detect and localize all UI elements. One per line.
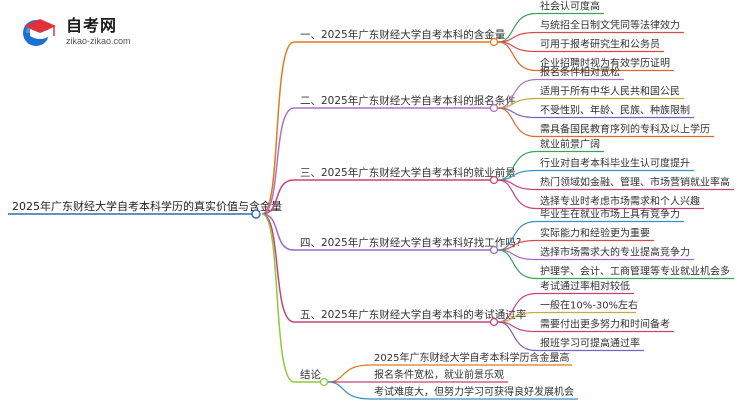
branch-node <box>489 317 499 327</box>
root-node <box>251 209 261 219</box>
child-label: 报名条件宽松，就业前景乐观 <box>374 368 504 381</box>
logo-subtitle: zikao-zikao.com <box>66 36 131 46</box>
child-label: 与统招全日制文凭同等法律效力 <box>540 19 680 32</box>
branch-node <box>489 175 499 185</box>
child-label: 选择市场需求大的专业提高竞争力 <box>540 246 690 259</box>
child-label: 毕业生在就业市场上具有竞争力 <box>540 208 680 221</box>
child-connector <box>497 107 537 138</box>
child-label: 考试难度大，但努力学习可获得良好发展机会 <box>374 385 574 398</box>
logo-title: 自考网 <box>66 16 118 35</box>
branch-node <box>489 37 499 47</box>
branch-connector <box>261 213 295 251</box>
branch-label: 四、2025年广东财经大学自考本科好找工作吗? <box>300 236 521 249</box>
child-label: 热门领域如金融、管理、市场营销就业率高 <box>540 176 730 189</box>
branch-node <box>489 103 499 113</box>
child-label: 适用于所有中华人民共和国公民 <box>540 85 680 98</box>
branch-node <box>489 245 499 255</box>
branch-connector <box>261 213 295 383</box>
branch-connector <box>261 41 295 215</box>
child-label: 可用于报考研究生和公务员 <box>540 38 660 51</box>
child-label: 行业对自考本科毕业生认可度提升 <box>540 157 690 170</box>
child-label: 企业招聘时视为有效学历证明 <box>540 57 670 70</box>
root-topic-label: 2025年广东财经大学自考本科学历的真实价值与含金量 <box>12 199 282 213</box>
branch-node <box>319 377 329 387</box>
child-label: 需要付出更多努力和时间备考 <box>540 318 670 331</box>
child-label: 实际能力和经验更为重要 <box>540 227 650 240</box>
child-label: 不受性别、年龄、民族、种族限制 <box>540 104 690 117</box>
branch-label: 结论 <box>300 368 321 381</box>
child-label: 选择专业时考虑市场需求和个人兴趣 <box>540 195 700 208</box>
child-label: 2025年广东财经大学自考本科学历含金量高 <box>374 351 569 364</box>
branch-label: 二、2025年广东财经大学自考本科的报名条件 <box>300 94 516 107</box>
child-connector <box>327 381 371 400</box>
child-connector <box>497 41 537 72</box>
branch-label: 一、2025年广东财经大学自考本科的含金量 <box>300 28 506 41</box>
child-label: 需具备国民教育序列的专科及以上学历 <box>540 123 710 136</box>
child-label: 护理学、会计、工商管理等专业就业机会多 <box>540 265 730 278</box>
child-label: 报名条件相对宽松 <box>540 66 620 79</box>
branch-label: 三、2025年广东财经大学自考本科的就业前景 <box>300 166 516 179</box>
branch-connector <box>261 179 295 215</box>
graduation-cap-icon <box>23 19 56 46</box>
child-label: 社会认可度高 <box>540 0 600 13</box>
child-label: 报班学习可提高通过率 <box>540 337 640 350</box>
child-label: 考试通过率相对较低 <box>540 280 630 293</box>
branch-connector <box>261 213 295 323</box>
branch-connector <box>261 107 295 215</box>
child-connector <box>327 364 371 383</box>
child-label: 一般在10%-30%左右 <box>540 299 638 312</box>
child-connector <box>497 179 537 210</box>
branch-label: 五、2025年广东财经大学自考本科的考试通过率 <box>300 308 526 321</box>
child-connector <box>497 249 537 280</box>
site-logo[interactable]: 自考网 zikao-zikao.com <box>18 12 158 56</box>
child-label: 就业前景广阔 <box>540 138 600 151</box>
child-connector <box>497 321 537 352</box>
